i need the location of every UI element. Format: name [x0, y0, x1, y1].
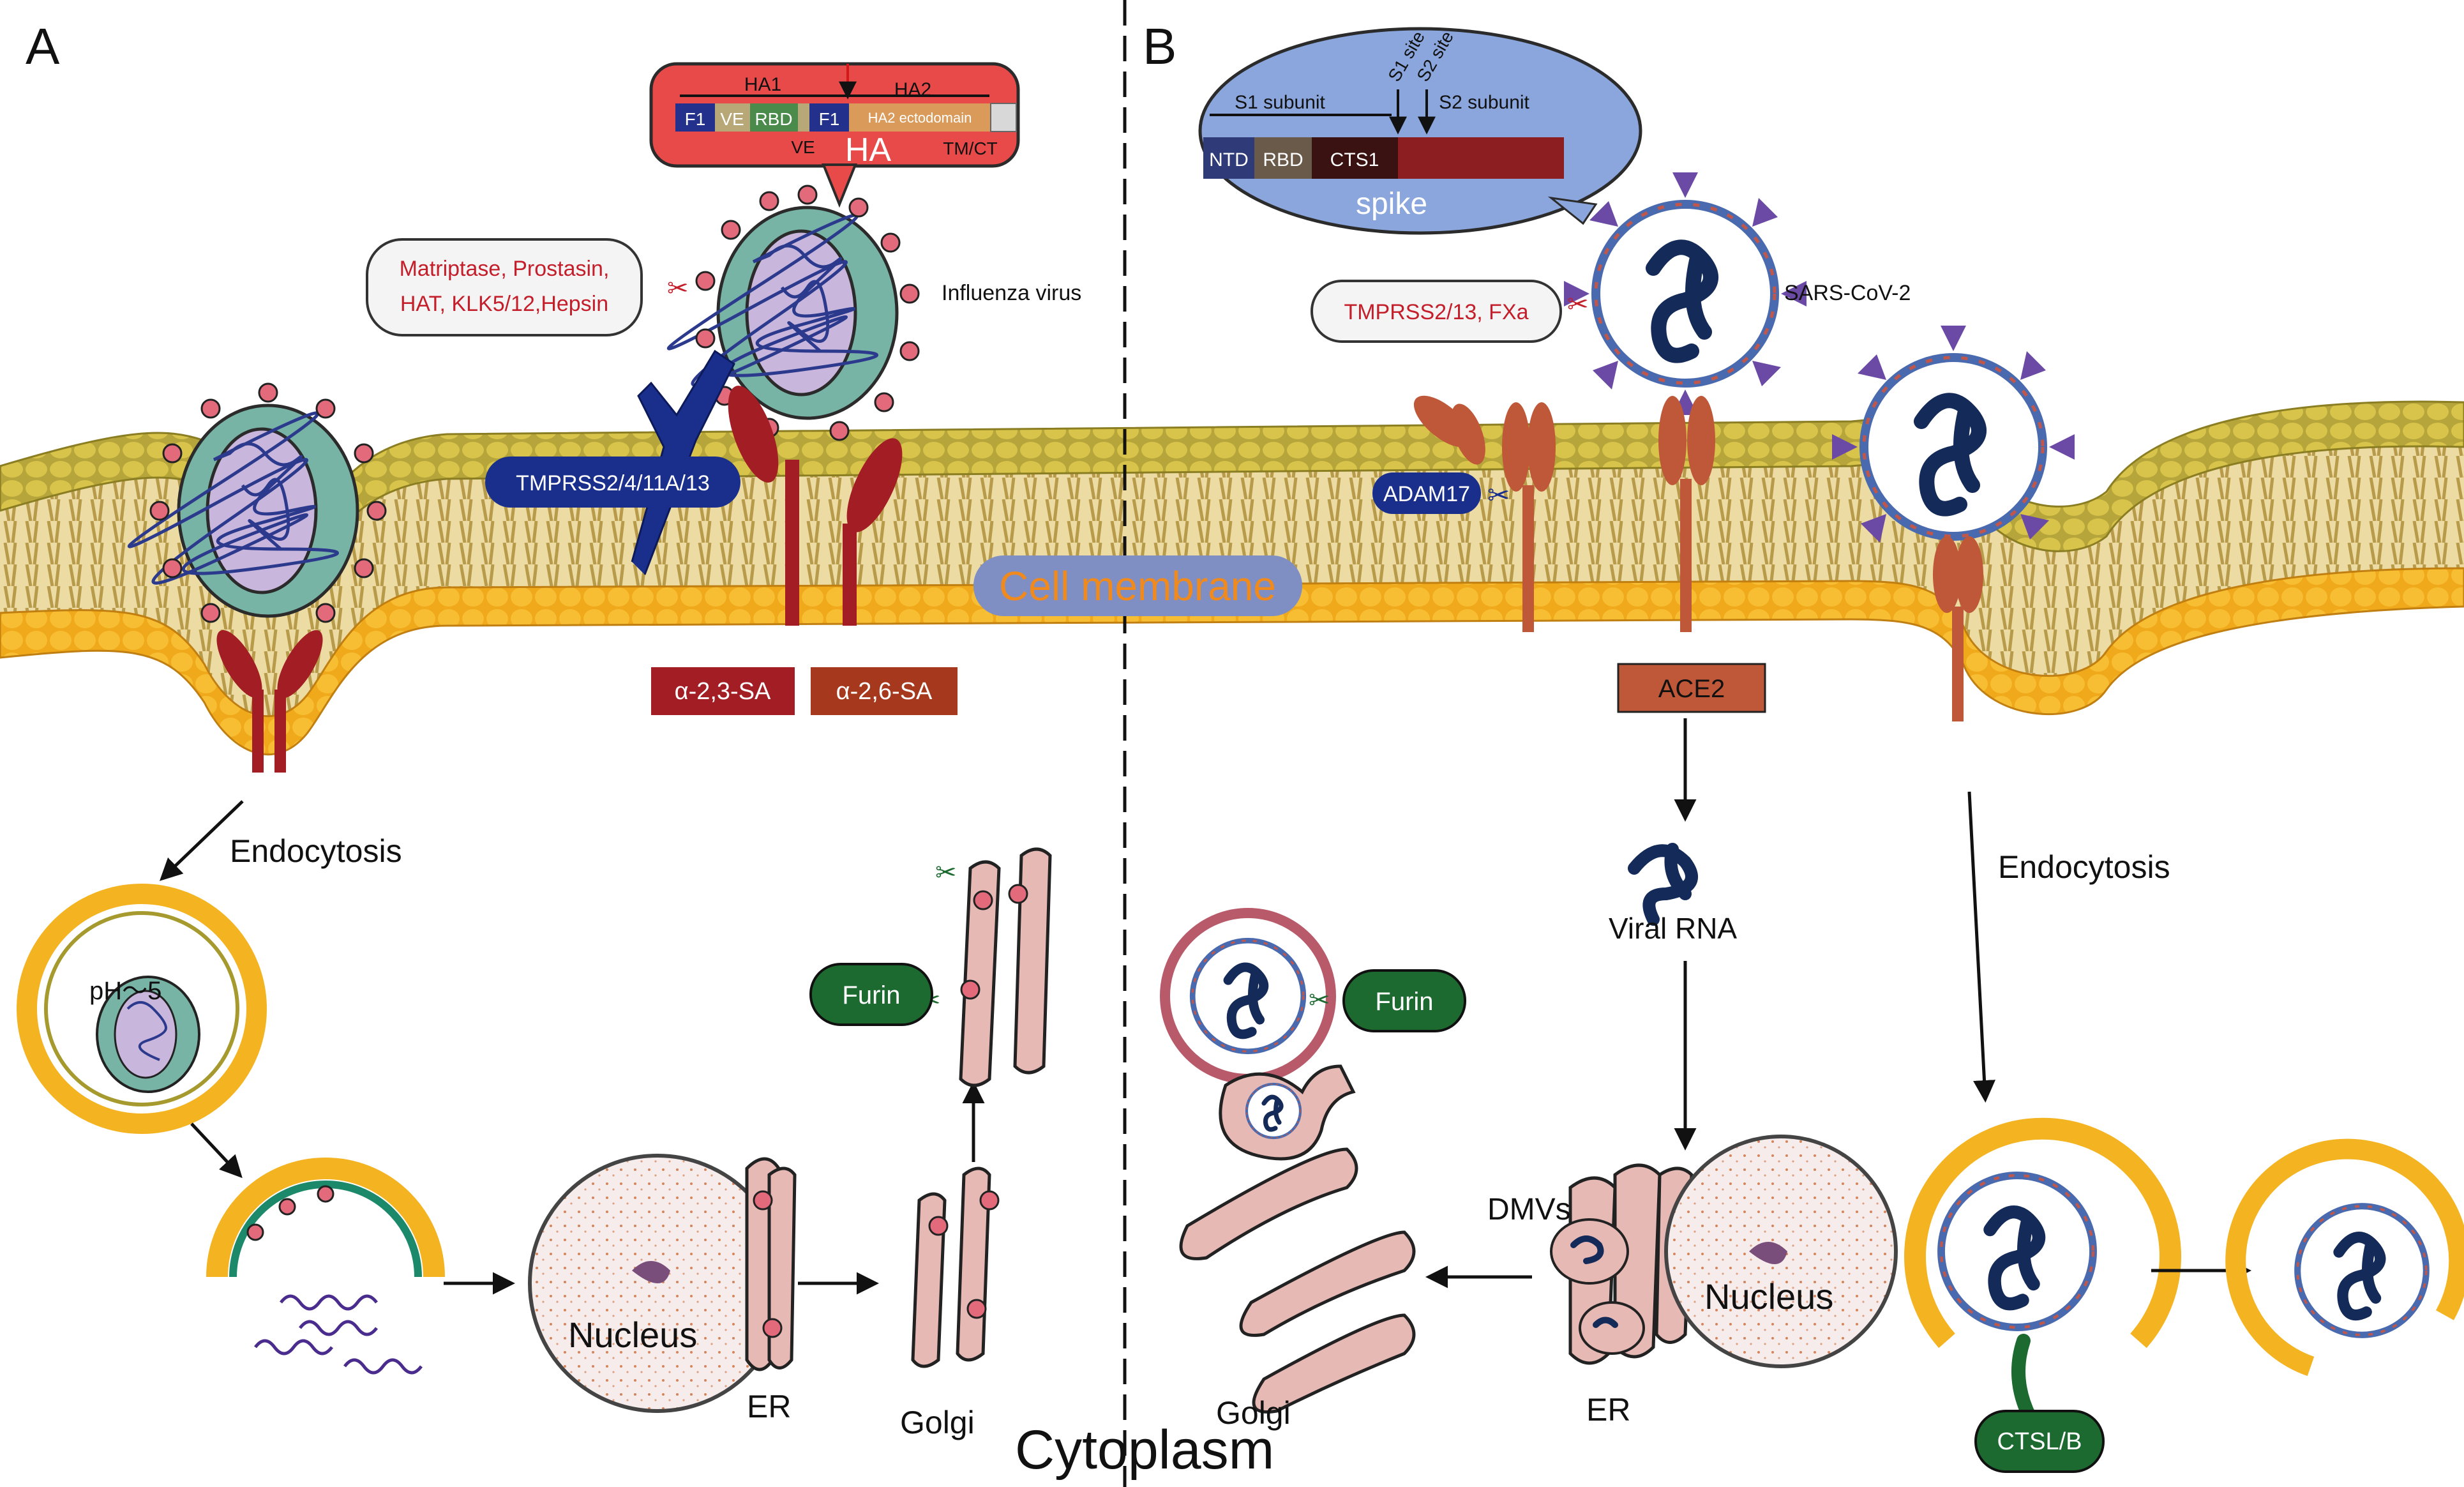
panel-letter-a: A	[26, 18, 60, 75]
influenza-protease-bubble: Matriptase, Prostasin, HAT, KLK5/12,Heps…	[366, 238, 643, 336]
sars-endosome	[1904, 1117, 2181, 1348]
membrane-inner-leaflet	[0, 567, 2464, 756]
ace2-receptor-3	[1933, 536, 1983, 721]
ha-domain-box: HA1 HA2 F1 VE RBD F1 HA2 ectodomain VE H…	[649, 62, 1020, 208]
ha2-ectodomain-segment	[849, 103, 991, 132]
panel-letter-b: B	[1143, 18, 1176, 75]
ve-segment	[715, 103, 750, 132]
ace2-label-box	[1617, 663, 1766, 713]
sars-protease-bubble: TMPRSS2/13, FXa	[1311, 280, 1562, 343]
influenza-virus-endocytosing	[129, 382, 387, 623]
sa26-label: α-2,6-SA	[836, 678, 933, 705]
svg-text:Cell membrane: Cell membrane	[999, 563, 1276, 609]
nucleus-label-b: Nucleus	[1704, 1276, 1833, 1317]
dmvs-label: DMVs	[1487, 1193, 1571, 1227]
golgi-vesicles-a	[959, 847, 1052, 1087]
nucleus-b	[1664, 1135, 1898, 1368]
furin-pill-a: Furin	[809, 963, 933, 1026]
svg-text:Furin: Furin	[842, 981, 900, 1009]
golgi-label-a: Golgi	[900, 1405, 975, 1440]
cytoplasm-label: Cytoplasm	[1015, 1419, 1274, 1481]
sars-virion-in-golgi	[1247, 1084, 1300, 1138]
f1-right-segment	[809, 103, 849, 132]
s2-subunit-label: S2 subunit	[1439, 92, 1529, 113]
golgi-vesicle-b	[1160, 908, 1336, 1084]
cts1-segment	[1312, 137, 1398, 179]
sars-virus-label: SARS-CoV-2	[1784, 281, 1911, 305]
golgi-label-b: Golgi	[1216, 1395, 1291, 1431]
tmprss-label-pill: TMPRSS2/4/11A/13	[485, 457, 740, 508]
er-a	[745, 1157, 797, 1371]
ace2-receptor-1	[1502, 402, 1556, 632]
er-label-b: ER	[1586, 1392, 1630, 1428]
svg-text:NTD: NTD	[1209, 149, 1249, 170]
ha1-label: HA1	[744, 74, 781, 95]
svg-text:CTSL/B: CTSL/B	[1997, 1428, 2082, 1455]
spike-domain-box: S1 subunit S1 site S2 site S2 subunit NT…	[1198, 27, 1642, 235]
scissors-icon: ✂	[1567, 291, 1589, 319]
svg-text:Matriptase, Prostasin,: Matriptase, Prostasin,	[400, 257, 610, 281]
adam17-protease: ADAM17	[1372, 472, 1481, 514]
svg-text:CTS1: CTS1	[1330, 149, 1379, 170]
ace2-receptor-2	[1658, 396, 1715, 632]
nucleus-label-a: Nucleus	[568, 1315, 697, 1355]
golgi-a	[911, 1166, 991, 1368]
furin-pill-b: Furin	[1342, 969, 1466, 1032]
ntd-segment	[1203, 137, 1254, 179]
golgi-b	[1179, 1064, 1416, 1414]
svg-text:ADAM17: ADAM17	[1383, 482, 1470, 506]
s1-subunit-label: S1 subunit	[1235, 92, 1325, 113]
rbd-segment-b	[1254, 137, 1312, 179]
scissors-icon: ✂	[1309, 986, 1330, 1015]
svg-text:Furin: Furin	[1375, 988, 1433, 1016]
ha2-label: HA2	[894, 79, 931, 100]
sars-virus-endocytosing	[1832, 326, 2075, 543]
influenza-virus-label: Influenza virus	[942, 281, 1081, 305]
fusion-vesicle	[206, 1158, 445, 1278]
svg-text:VE: VE	[720, 109, 744, 129]
scissors-icon: ✂	[935, 859, 957, 887]
sa23-receptor	[728, 386, 799, 626]
scissors-icon: ✂	[1487, 480, 1510, 510]
svg-text:TMPRSS2/4/11A/13: TMPRSS2/4/11A/13	[516, 471, 710, 495]
sa23-label-box	[651, 667, 795, 715]
sars-fused-endosome	[2225, 1138, 2464, 1377]
cell-membrane-label: Cell membrane	[973, 555, 1302, 616]
viral-rna-icon	[1628, 843, 1698, 926]
f1-left-segment	[675, 103, 715, 132]
dmv-vesicles	[1550, 1218, 1645, 1355]
sa23-label: α-2,3-SA	[675, 678, 771, 705]
viral-rna-label: Viral RNA	[1609, 912, 1737, 945]
rbd-segment	[750, 103, 798, 132]
ha-title: HA	[845, 132, 892, 169]
shed-ace2-fragment	[1413, 395, 1485, 465]
spike-title: spike	[1356, 187, 1427, 221]
ctsl-pill: CTSL/B	[1974, 1410, 2105, 1473]
svg-text:F1: F1	[685, 109, 706, 129]
svg-text:RBD: RBD	[1263, 149, 1303, 170]
sars-virus-top	[1564, 172, 1807, 415]
svg-text:HAT, KLK5/12,Hepsin: HAT, KLK5/12,Hepsin	[400, 292, 608, 316]
svg-text:RBD: RBD	[755, 109, 792, 129]
er-label-a: ER	[747, 1389, 791, 1424]
ctsl-stalk	[2011, 1334, 2037, 1424]
scissors-icon: ✂	[667, 275, 689, 303]
endocytosis-label-b: Endocytosis	[1998, 849, 2170, 885]
endosome	[17, 884, 267, 1134]
endocytosis-receptor-a	[216, 630, 323, 773]
ace2-label: ACE2	[1658, 675, 1725, 703]
sa26-receptor	[843, 438, 903, 626]
sa26-label-box	[811, 667, 958, 715]
svg-text:TMPRSS2/13, FXa: TMPRSS2/13, FXa	[1344, 300, 1528, 324]
ph-label: pH～5	[89, 977, 162, 1005]
ve-bottom-label: VE	[791, 137, 815, 157]
s2-segment	[1398, 137, 1564, 179]
nucleus-a	[528, 1154, 787, 1413]
svg-text:HA2 ectodomain: HA2 ectodomain	[868, 110, 972, 126]
svg-text:F1: F1	[819, 109, 840, 129]
viral-rna-strands-a	[254, 1294, 423, 1375]
tmct-label: TM/CT	[943, 139, 998, 158]
endocytosis-label-a: Endocytosis	[230, 833, 402, 869]
